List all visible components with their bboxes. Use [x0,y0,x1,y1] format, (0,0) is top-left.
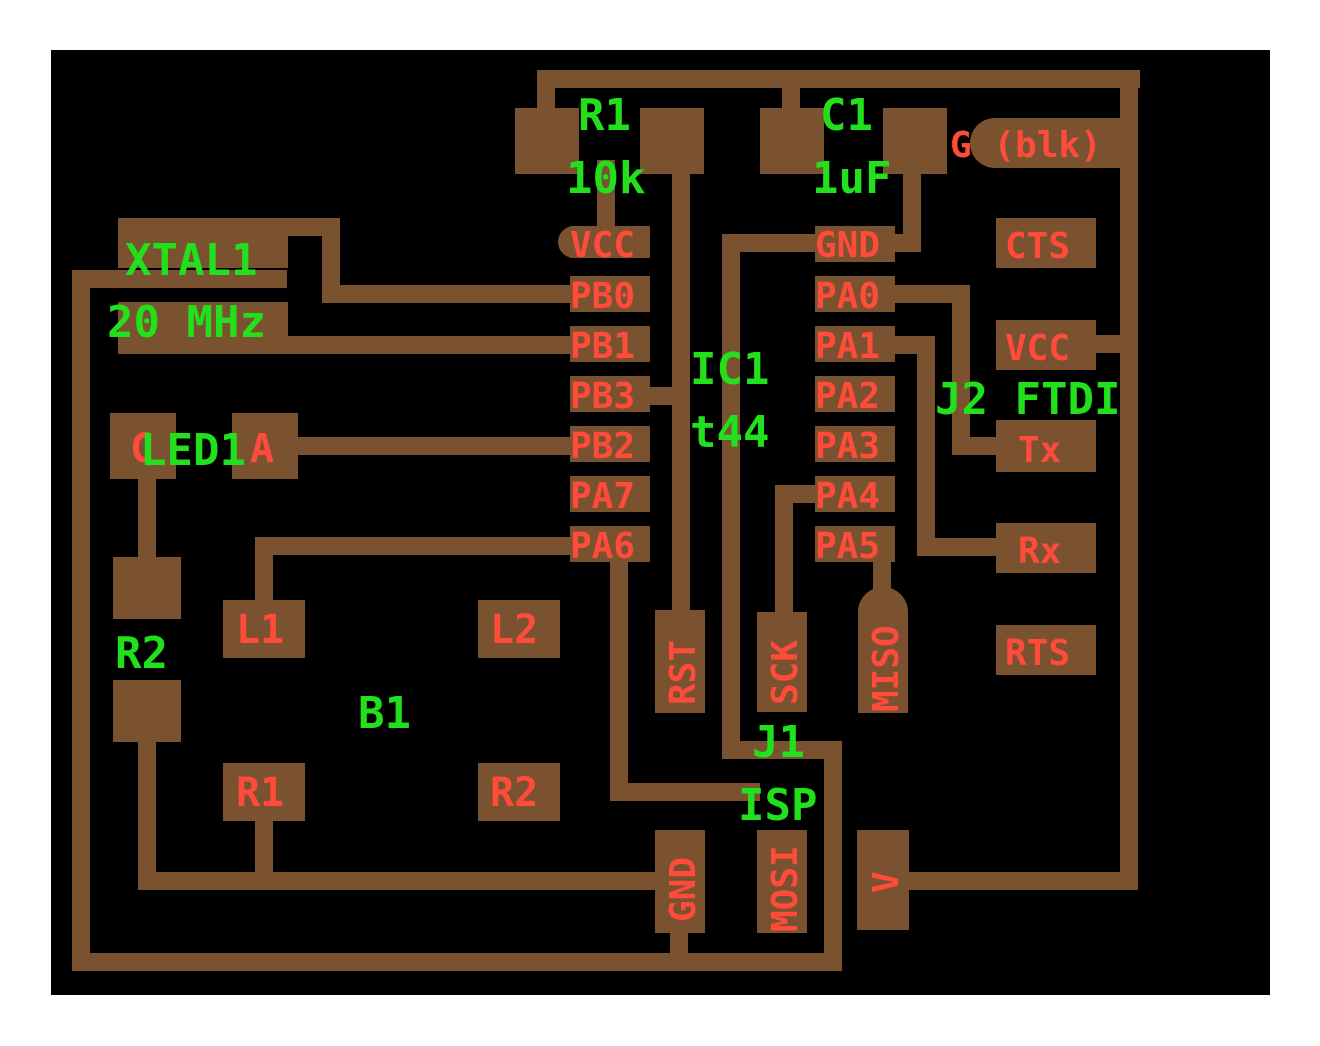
j2-label: J2 FTDI [935,374,1120,425]
r1-ref: R1 [578,90,631,141]
ftdi-pin-vcc: VCC [1005,328,1070,369]
ftdi-pin-cts: CTS [1005,226,1070,267]
r1-pad-1 [515,108,579,174]
button-pad-labels: L1 L2 R1 R2 [236,607,538,816]
r1-pad-2 [640,108,704,174]
component-pads [110,108,1120,933]
ftdi-pin-tx: Tx [1018,430,1061,471]
led-pad-labels: C A [130,426,274,472]
ic-pin-pa6: PA6 [570,526,635,567]
r2-pad-1 [113,557,181,619]
xtal-pad-2 [118,302,288,354]
led-pin-c: C [130,426,154,472]
isp-pin-mosi: MOSI [765,845,806,932]
ic-pin-pa4: PA4 [815,476,880,517]
ic-pin-pb2: PB2 [570,426,635,467]
xtal-ref: XTAL1 [125,235,257,286]
xtal-value: 20 MHz [107,297,266,348]
ic-pin-labels: VCC PB0 PB1 PB3 PB2 PA7 PA6 GND PA0 PA1 … [570,225,880,567]
r1-value: 10k [566,153,645,204]
j1-ref: J1 [752,717,805,768]
isp-pin-miso: MISO [866,625,907,712]
ic-pin-pb0: PB0 [570,276,635,317]
j1-value: ISP [738,780,817,831]
isp-miso-pad [858,587,908,713]
silkscreen-labels: R1 10k C1 1uF XTAL1 20 MHz IC1 t44 J2 FT… [107,90,1120,831]
ic-pin-pb1: PB1 [570,326,635,367]
ic-value: t44 [690,407,769,458]
led-pin-a: A [250,426,274,472]
r2-pad-2 [113,680,181,742]
ic-pin-pa1: PA1 [815,326,880,367]
ic-pin-pa7: PA7 [570,476,635,517]
r2-ref: R2 [115,628,168,679]
ftdi-pin-g: G (blk) [950,125,1102,166]
ftdi-pin-rts: RTS [1005,633,1070,674]
isp-pin-labels: RST SCK MISO GND MOSI V [663,625,907,932]
c1-value: 1uF [812,153,891,204]
c1-ref: C1 [820,90,873,141]
led-ref: LED1 [140,425,246,476]
ic-pin-pa2: PA2 [815,376,880,417]
c1-pad-2 [883,108,947,174]
button-pad-l2: L2 [490,607,538,653]
ic-pin-pb3: PB3 [570,376,635,417]
button-pad-l1: L1 [236,607,284,653]
ic-pin-vcc: VCC [570,225,635,266]
isp-pin-v: V [866,871,907,893]
c1-pad-1 [760,108,824,174]
led-pad-a [232,413,298,479]
ic-pin-pa5: PA5 [815,526,880,567]
button-pad-r2: R2 [490,770,538,816]
isp-pin-gnd: GND [663,857,704,922]
xtal-pad-1 [118,218,288,268]
ic-pin-pa3: PA3 [815,426,880,467]
ic-pin-gnd: GND [815,225,880,266]
ftdi-pin-rx: Rx [1018,531,1061,572]
ftdi-pin-labels: G (blk) CTS VCC Tx Rx RTS [950,125,1102,674]
ic-pin-pa0: PA0 [815,276,880,317]
ftdi-g-pad [970,118,1120,168]
isp-pin-sck: SCK [765,640,806,705]
button-pad-r1: R1 [236,770,284,816]
led-pad-c [110,413,176,479]
ic-ref: IC1 [690,344,769,395]
b1-label: B1 [358,688,411,739]
isp-pin-rst: RST [663,640,704,705]
